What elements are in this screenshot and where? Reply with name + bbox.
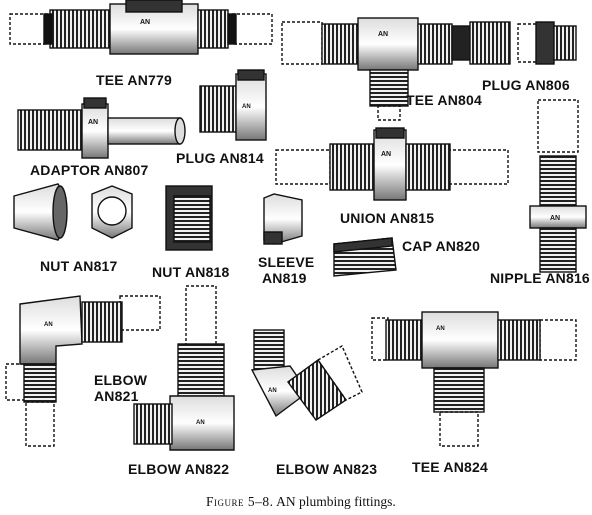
adaptor-an807-stamp: AN <box>88 119 98 126</box>
elbow-an822-stamp: AN <box>196 420 205 426</box>
sleeve-an819-drawing <box>263 193 303 245</box>
elbow-an822-drawing: AN <box>133 285 235 451</box>
adaptor-an807-drawing: AN <box>17 97 186 159</box>
label-nut-an817: NUT AN817 <box>40 258 118 274</box>
elbow-an821-drawing: AN <box>5 295 161 447</box>
label-adaptor-an807: ADAPTOR AN807 <box>30 162 149 178</box>
nipple-an816-drawing: AN <box>529 99 587 273</box>
label-tee-an779: TEE AN779 <box>96 72 172 88</box>
union-an815-drawing: AN <box>275 127 509 201</box>
nipple-an816-stamp: AN <box>550 215 560 222</box>
label-elbow-an823: ELBOW AN823 <box>276 461 378 477</box>
plug-an806-drawing <box>517 21 577 65</box>
tee-an824-drawing: AN <box>371 311 577 447</box>
label-plug-an814: PLUG AN814 <box>176 150 264 166</box>
label-nut-an818: NUT AN818 <box>152 264 230 280</box>
label-tee-an824: TEE AN824 <box>412 459 488 475</box>
label-cap-an820: CAP AN820 <box>402 238 481 254</box>
label-nipple-an816: NIPPLE AN816 <box>490 270 590 286</box>
tee-an779-stamp: AN <box>140 19 150 26</box>
tee-an804-drawing: AN <box>281 17 511 121</box>
elbow-an823-drawing: AN <box>250 329 363 421</box>
elbow-an821-stamp: AN <box>44 322 53 328</box>
label-an821: AN821 <box>94 388 139 404</box>
figure-caption-text: AN plumbing fittings. <box>276 494 396 509</box>
elbow-an823-stamp: AN <box>268 388 277 394</box>
label-plug-an806: PLUG AN806 <box>482 77 570 93</box>
plug-an814-drawing: AN <box>199 69 267 141</box>
label-union-an815: UNION AN815 <box>340 210 435 226</box>
label-elbow: ELBOW <box>94 372 148 388</box>
plug-an814-stamp: AN <box>242 104 251 110</box>
label-tee-an804: TEE AN804 <box>406 92 482 108</box>
tee-an804-stamp: AN <box>378 31 388 38</box>
figure-caption: Figure 5–8. AN plumbing fittings. <box>206 494 396 510</box>
tee-an779-drawing: AN <box>9 0 273 55</box>
nut-an818-drawing <box>165 185 213 251</box>
figure-caption-label: Figure 5–8. <box>206 494 274 509</box>
cap-an820-drawing <box>333 237 397 277</box>
label-elbow-an822: ELBOW AN822 <box>128 461 230 477</box>
union-an815-stamp: AN <box>381 151 391 158</box>
tee-an824-stamp: AN <box>436 326 445 332</box>
label-an819: AN819 <box>262 270 307 286</box>
label-sleeve: SLEEVE <box>258 254 315 270</box>
nut-an817-drawing <box>13 183 133 241</box>
